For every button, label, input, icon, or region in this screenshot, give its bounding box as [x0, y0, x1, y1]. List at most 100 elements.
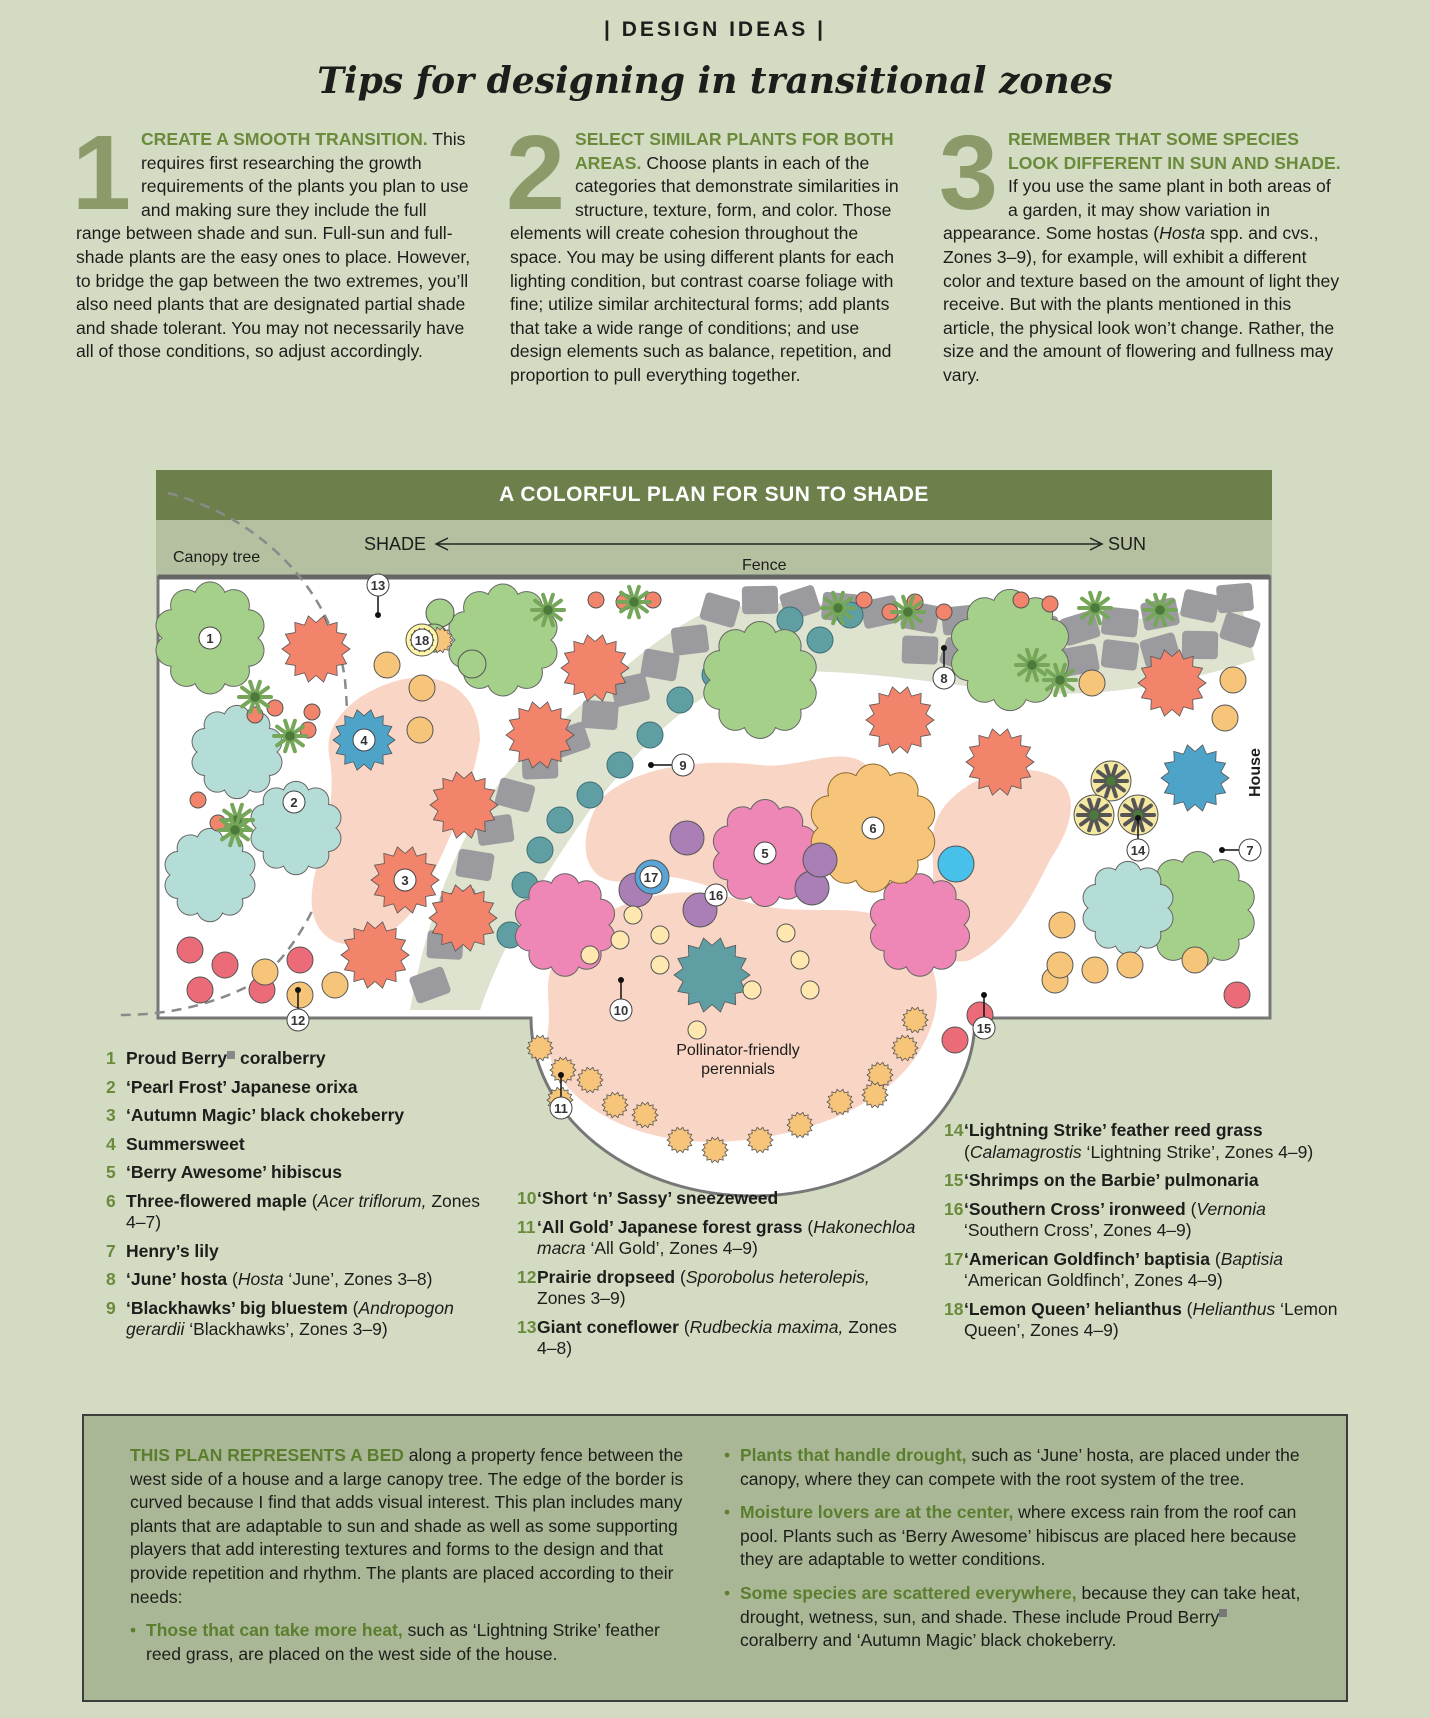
sneezeweed — [406, 716, 434, 744]
teal-dot — [526, 836, 554, 864]
legend-item: 10‘Short ‘n’ Sassy’ sneezeweed — [517, 1188, 779, 1208]
hosta — [272, 718, 308, 754]
forest-grass — [746, 1126, 774, 1154]
sneezeweed-small — [742, 980, 762, 1000]
plant-marker-11: 11 — [549, 1072, 573, 1120]
plant-marker-17: 17 — [639, 865, 663, 889]
info-bullet: •Those that can take more heat, such as … — [130, 1620, 660, 1664]
pulmonaria — [1223, 981, 1251, 1009]
tip-heading: REMEMBER THAT SOME SPECIES LOOK DIFFEREN… — [1007, 129, 1341, 173]
lily-dot — [935, 603, 953, 621]
hosta — [890, 594, 926, 630]
stepping-stone — [640, 648, 680, 682]
forest-grass — [576, 1066, 604, 1094]
teal-dot — [666, 686, 694, 714]
forest-grass — [601, 1091, 629, 1119]
legend-item: 13Giant coneflower (Rudbeckia maxima, Zo… — [517, 1316, 897, 1359]
trademark-icon — [227, 1051, 236, 1059]
pulmonaria — [186, 976, 214, 1004]
teal-dot — [636, 721, 664, 749]
chokeberry-shrub — [560, 634, 630, 702]
lily-dot — [1041, 595, 1059, 613]
lily-dot — [1012, 591, 1030, 609]
stepping-stone — [1180, 589, 1220, 623]
sneezeweed-small — [800, 980, 820, 1000]
orixa-shrub — [250, 780, 342, 876]
house-label: House — [1247, 748, 1264, 797]
baptisia — [937, 845, 975, 883]
lily-dot — [587, 591, 605, 609]
coneflower — [457, 649, 487, 679]
sneezeweed — [1046, 951, 1074, 979]
legend-column-2: 10‘Short ‘n’ Sassy’ sneezeweed 11‘All Go… — [517, 1188, 917, 1367]
sneezeweed — [286, 981, 314, 1009]
legend-item: 15‘Shrimps on the Barbie’ pulmonaria — [944, 1170, 1259, 1190]
legend-item: 18‘Lemon Queen’ helianthus (Helianthus ‘… — [944, 1298, 1338, 1341]
teal-dot — [776, 606, 804, 634]
info-right-column: •Plants that handle drought, such as ‘Ju… — [724, 1444, 1304, 1653]
plant-marker-13: 13 — [366, 573, 390, 618]
sneezeweed-small — [776, 923, 796, 943]
tip-heading: CREATE A SMOOTH TRANSITION. — [140, 129, 428, 149]
pollinator-label-1: Pollinator-friendly — [676, 1042, 800, 1059]
stepping-stone — [455, 848, 495, 882]
plant-marker-1: 1 — [198, 626, 222, 650]
chokeberry-shrub — [428, 884, 498, 952]
sneezeweed — [408, 674, 436, 702]
bullet-icon: • — [724, 1582, 731, 1603]
svg-text:11: 11 — [554, 1101, 568, 1116]
pink-path-lower — [547, 892, 937, 1142]
stepping-stone — [1216, 582, 1254, 614]
hosta — [217, 812, 253, 848]
tip-body: If you use the same plant in both areas … — [943, 176, 1331, 244]
plant-marker-15: 15 — [972, 992, 996, 1040]
summersweet-shrub — [1160, 744, 1230, 812]
stepping-stone — [1060, 643, 1100, 677]
hibiscus-shrub — [870, 873, 970, 977]
svg-text:10: 10 — [614, 1003, 628, 1018]
tip-number: 3 — [939, 114, 998, 232]
teal-dot — [546, 806, 574, 834]
reed-grass-blades — [1093, 763, 1129, 799]
svg-text:9: 9 — [679, 758, 686, 773]
stepping-stone — [699, 592, 741, 628]
plan-band — [156, 520, 1272, 576]
teal-dot — [806, 626, 834, 654]
chokeberry-shrub — [865, 686, 935, 754]
svg-text:6: 6 — [869, 821, 876, 836]
svg-text:4: 4 — [360, 733, 368, 748]
forest-grass — [861, 1081, 889, 1109]
tip-body: spp. and cvs., Zones 3–9), for example, … — [943, 223, 1340, 385]
sneezeweed — [1078, 669, 1106, 697]
coralberry-shrub — [448, 583, 558, 697]
sneezeweed — [321, 971, 349, 999]
lily-dot — [266, 699, 284, 717]
teal-dot — [606, 751, 634, 779]
trademark-icon — [1219, 1608, 1228, 1617]
legend-item: 17‘American Goldfinch’ baptisia (Baptisi… — [944, 1248, 1283, 1291]
stepping-stone — [475, 814, 515, 846]
svg-text:7: 7 — [1246, 843, 1253, 858]
forest-grass — [786, 1111, 814, 1139]
info-bullet: •Plants that handle drought, such as ‘Ju… — [724, 1445, 1300, 1489]
forest-grass — [866, 1061, 894, 1089]
forest-grass — [549, 1056, 577, 1084]
legend-item: 2‘Pearl Frost’ Japanese orixa — [106, 1076, 358, 1097]
forest-grass — [631, 1101, 659, 1129]
hosta — [820, 590, 856, 626]
plant-marker-16: 16 — [704, 883, 728, 907]
pulmonaria — [941, 1026, 969, 1054]
arrow-head-left — [434, 537, 449, 551]
sneezeweed-small — [687, 1020, 707, 1040]
chokeberry-shrub — [429, 771, 499, 839]
legend-item: 9‘Blackhawks’ big bluestem (Andropogon g… — [106, 1297, 454, 1340]
forest-grass — [901, 1006, 929, 1034]
ironweed — [669, 820, 705, 856]
plant-marker-12: 12 — [286, 987, 310, 1032]
sneezeweed-small — [790, 950, 810, 970]
tip-body: This requires first researching the grow… — [76, 129, 471, 362]
legend-item: 14‘Lightning Strike’ feather reed grass … — [944, 1120, 1314, 1162]
